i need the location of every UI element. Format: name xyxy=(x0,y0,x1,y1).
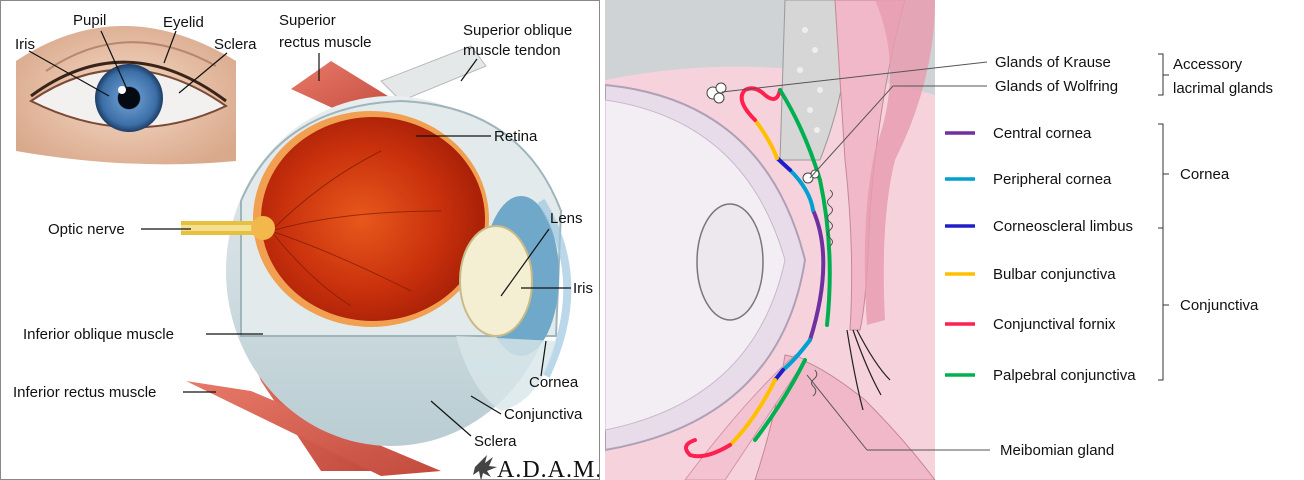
label-iris: Iris xyxy=(573,280,593,297)
lens xyxy=(460,226,532,336)
eye-lens xyxy=(697,204,763,320)
label-superior-rectus-1: Superior xyxy=(279,12,336,29)
label-glands-wolfring: Glands of Wolfring xyxy=(995,78,1118,95)
brackets xyxy=(1158,54,1169,380)
eye-anatomy-panel: Iris Pupil Eyelid Sclera Superior rectus… xyxy=(0,0,600,480)
label-group-cornea: Cornea xyxy=(1180,166,1230,183)
label-inferior-oblique: Inferior oblique muscle xyxy=(23,326,174,343)
label-superior-oblique-1: Superior oblique xyxy=(463,22,572,39)
label-inferior-rectus: Inferior rectus muscle xyxy=(13,384,156,401)
retina-layer xyxy=(261,117,485,321)
logo-text: A.D.A.M. xyxy=(497,457,600,480)
label-sclera: Sclera xyxy=(474,433,517,450)
label-superior-oblique-2: muscle tendon xyxy=(463,42,561,59)
label-accessory-2: lacrimal glands xyxy=(1173,80,1273,97)
legend-label-1: Peripheral cornea xyxy=(993,171,1112,188)
label-eyelid: Eyelid xyxy=(163,14,204,31)
label-superior-rectus-2: rectus muscle xyxy=(279,34,372,51)
eyelid-section-panel: Glands of Krause Glands of Wolfring Acce… xyxy=(605,0,1304,480)
legend-label-5: Palpebral conjunctiva xyxy=(993,367,1136,384)
label-glands-krause: Glands of Krause xyxy=(995,54,1111,71)
label-optic-nerve: Optic nerve xyxy=(48,221,125,238)
label-sclera-eye: Sclera xyxy=(214,36,257,53)
legend-label-0: Central cornea xyxy=(993,125,1092,142)
adam-logo: A.D.A.M. xyxy=(473,455,600,480)
label-pupil: Pupil xyxy=(73,12,106,29)
label-retina: Retina xyxy=(494,128,538,145)
label-group-conjunctiva: Conjunctiva xyxy=(1180,297,1259,314)
eye-anatomy-diagram: Iris Pupil Eyelid Sclera Superior rectus… xyxy=(1,1,600,480)
label-conjunctiva: Conjunctiva xyxy=(504,406,583,423)
eyelid-section-diagram: Glands of Krause Glands of Wolfring Acce… xyxy=(605,0,1304,480)
label-accessory-1: Accessory xyxy=(1173,56,1243,73)
legend-label-3: Bulbar conjunctiva xyxy=(993,266,1116,283)
label-lens: Lens xyxy=(550,210,583,227)
label-meibomian: Meibomian gland xyxy=(1000,442,1114,459)
legend-label-2: Corneoscleral limbus xyxy=(993,218,1133,235)
label-iris-eye: Iris xyxy=(15,36,35,53)
label-cornea: Cornea xyxy=(529,374,579,391)
legend-label-4: Conjunctival fornix xyxy=(993,316,1116,333)
external-eye-illustration xyxy=(11,21,241,171)
